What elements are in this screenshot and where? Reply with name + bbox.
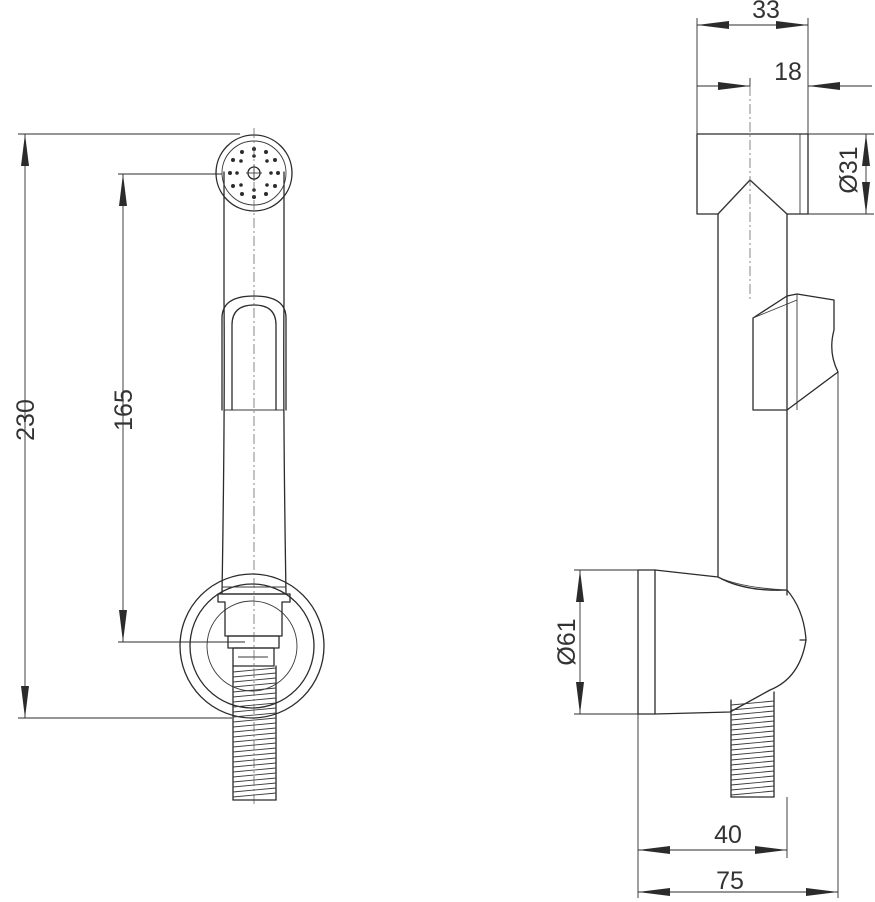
- dimension-33-label: 33: [752, 0, 780, 24]
- side-trigger-lever: [752, 293, 839, 411]
- dimension-d61-label: Ø61: [553, 618, 581, 665]
- side-spray-head: [696, 133, 809, 215]
- front-view: [179, 128, 325, 805]
- dimension-18: [697, 78, 872, 90]
- side-spiral-hose: [730, 691, 775, 798]
- dimension-230: [18, 133, 240, 719]
- dimension-d61: [574, 569, 638, 715]
- dimension-40-label: 40: [714, 821, 742, 849]
- dimension-165-label: 165: [110, 389, 138, 431]
- hose-connector: [217, 593, 291, 637]
- dimension-d31: [808, 133, 874, 215]
- dimension-75-label: 75: [716, 867, 744, 895]
- side-view: [637, 86, 839, 798]
- holder-inner-ring: [189, 583, 315, 709]
- dimension-18-label: 18: [774, 58, 802, 86]
- side-wall-holder: [637, 569, 656, 715]
- dimension-d31-label: Ø31: [835, 146, 863, 193]
- dimension-40: [637, 714, 788, 898]
- dimension-33: [696, 18, 809, 134]
- dimension-230-label: 230: [12, 399, 40, 441]
- holder-cup: [206, 600, 298, 692]
- holder-outer-ring: [179, 573, 325, 719]
- dimension-165: [118, 173, 245, 643]
- dimension-75: [638, 372, 839, 898]
- spiral-hose: [232, 665, 277, 801]
